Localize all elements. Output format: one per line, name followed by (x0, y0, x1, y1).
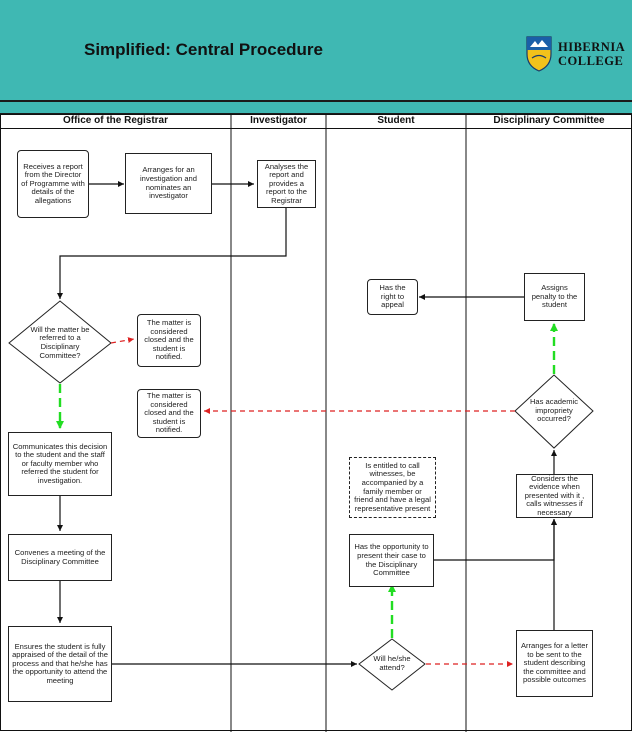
college-crest-icon (526, 36, 552, 72)
node-right-to-appeal: Has the right to appeal (367, 279, 418, 315)
node-convenes: Convenes a meeting of the Disciplinary C… (8, 534, 112, 581)
node-closed-1: The matter is considered closed and the … (137, 314, 201, 367)
node-arranges-investigation: Arranges for an investigation and nomina… (125, 153, 212, 214)
logo-line-1: HIBERNIA (558, 40, 626, 54)
lane-header-committee: Disciplinary Committee (493, 115, 605, 126)
label-will-attend: Will he/she attend? (373, 654, 411, 672)
node-receives-report: Receives a report from the Director of P… (17, 150, 89, 218)
lane-header-registrar: Office of the Registrar (62, 115, 169, 126)
logo-text: HIBERNIA COLLEGE (558, 40, 625, 68)
arrow-no-referred (110, 337, 135, 344)
node-communicates: Communicates this decision to the studen… (8, 432, 112, 496)
node-assigns-penalty: Assigns penalty to the student (524, 273, 585, 321)
lane-header-band (0, 102, 632, 114)
page-title: Simplified: Central Procedure (84, 40, 323, 59)
node-entitled: Is entitled to call witnesses, be accomp… (349, 457, 436, 518)
diamond-attend (358, 638, 426, 691)
node-analyses-report: Analyses the report and provides a repor… (257, 160, 316, 208)
arrow-opportunity-to-evidence (433, 519, 557, 561)
node-arranges-letter: Arranges for a letter to be sent to the … (516, 630, 593, 697)
connectors-solid (57, 181, 557, 667)
diamond-impropriety (514, 374, 594, 449)
label-referred-decision: Will the matter be referred to a Discipl… (30, 324, 90, 360)
arrow-analyse-to-decision (57, 208, 287, 299)
logo-line-2: COLLEGE (558, 54, 624, 68)
lane-header-investigator: Investigator (250, 115, 307, 126)
node-considers-evidence: Considers the evidence when presented wi… (516, 474, 593, 518)
node-ensures: Ensures the student is fully appraised o… (8, 626, 112, 702)
connectors-yes (56, 323, 558, 638)
lane-header-student: Student (377, 115, 415, 126)
node-opportunity: Has the opportunity to present their cas… (349, 534, 434, 587)
diamond-referred (8, 300, 112, 384)
node-closed-2: The matter is considered closed and the … (137, 389, 201, 438)
connectors-no (110, 337, 515, 667)
label-impropriety: Has academic impropriety occurred? (529, 397, 579, 424)
